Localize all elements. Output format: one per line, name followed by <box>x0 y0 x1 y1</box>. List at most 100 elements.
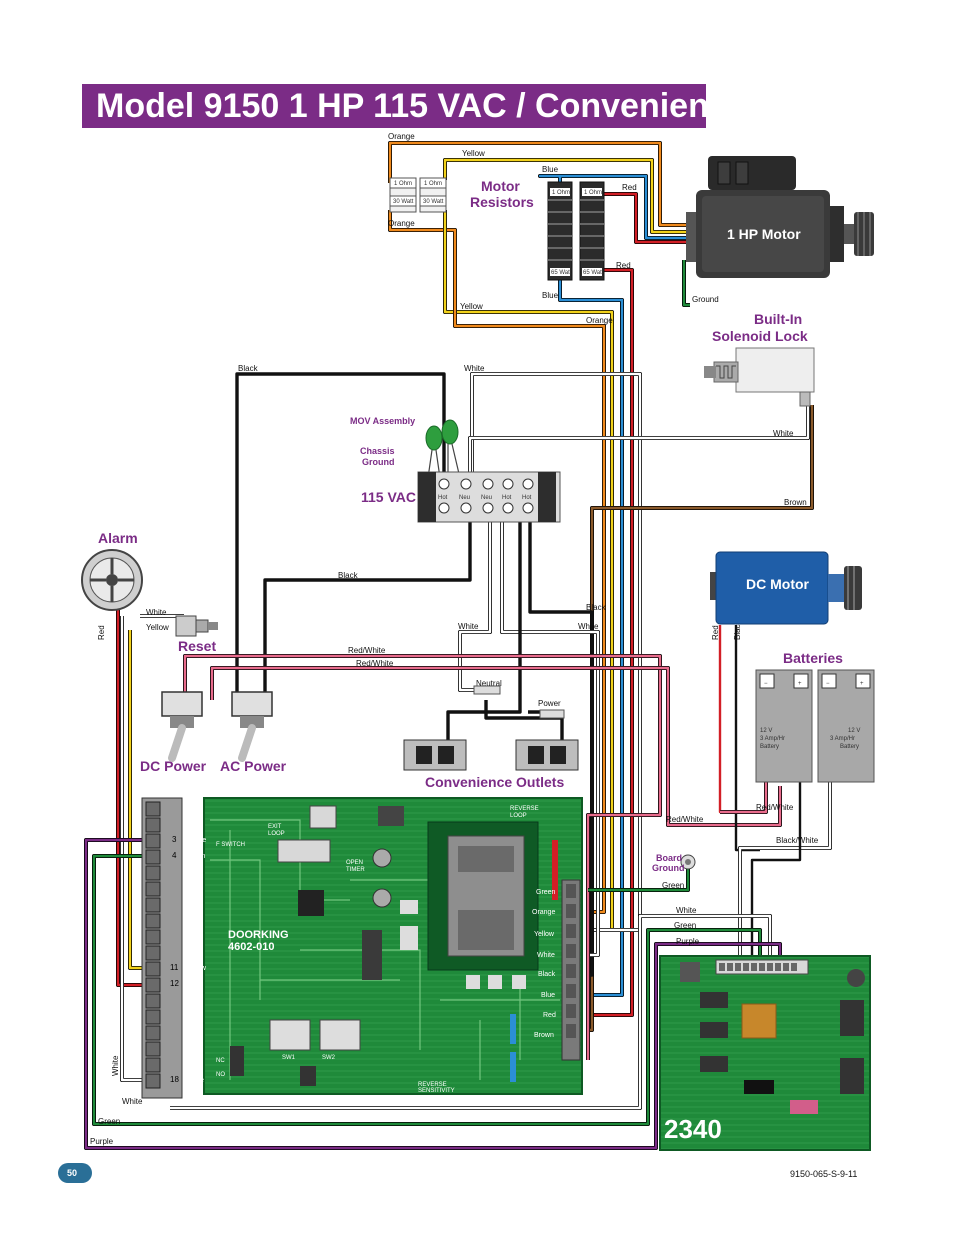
alarm <box>81 549 143 611</box>
label-red-dcmotor: Red <box>711 625 720 640</box>
svg-text:Neu: Neu <box>459 495 470 501</box>
solenoid-lock <box>704 347 815 407</box>
motor-1hp-label: 1 HP Motor <box>727 226 801 242</box>
svg-text:SW1: SW1 <box>282 1055 296 1061</box>
wire-labels: Orange Yellow Blue Red Orange Red Blue G… <box>90 132 819 1146</box>
svg-text:30 Watt: 30 Watt <box>393 199 414 205</box>
batteries-label: Batteries <box>783 650 843 666</box>
svg-text:12: 12 <box>170 979 179 988</box>
svg-text:1 Ohm: 1 Ohm <box>424 181 442 187</box>
svg-text:11: 11 <box>170 963 179 972</box>
board-ground-line2: Ground <box>652 863 685 873</box>
resistor-65w-left: 1 Ohm 65 Watt <box>547 181 573 281</box>
wires <box>84 141 832 1150</box>
svg-text:OPEN: OPEN <box>346 860 363 866</box>
svg-text:65 Watt: 65 Watt <box>583 270 604 276</box>
svg-text:F SWITCH: F SWITCH <box>216 842 245 848</box>
svg-text:Brown: Brown <box>534 1032 554 1039</box>
page-title: Model 9150 1 HP 115 VAC / Convenience Op… <box>96 87 843 125</box>
svg-text:Blue: Blue <box>541 992 555 999</box>
label-purple-bottom: Purple <box>90 1137 114 1146</box>
svg-text:Hot: Hot <box>438 495 448 501</box>
resistor-30w-left: 1 Ohm 30 Watt <box>389 177 417 213</box>
label-white-bottom: White <box>122 1097 143 1106</box>
board-2340-label: 2340 <box>664 1114 722 1144</box>
reset-label: Reset <box>178 638 216 654</box>
board-ground <box>680 854 696 870</box>
resistor-65w-right: 1 Ohm 65 Watt <box>579 181 605 281</box>
svg-text:LOOP: LOOP <box>268 831 285 837</box>
svg-text:3: 3 <box>172 835 177 844</box>
convenience-outlet-right <box>515 739 579 771</box>
svg-text:NC: NC <box>216 1058 225 1064</box>
power-connector <box>539 709 565 719</box>
svg-text:Purple: Purple <box>186 837 206 844</box>
svg-text:Battery: Battery <box>760 744 779 750</box>
label-brown: Brown <box>784 498 807 507</box>
svg-text:+: + <box>798 681 802 687</box>
board-ground-line1: Board <box>656 853 682 863</box>
svg-text:Hot: Hot <box>522 495 532 501</box>
svg-text:30 Watt: 30 Watt <box>423 199 444 205</box>
convenience-outlet-left <box>403 739 467 771</box>
svg-text:SW2: SW2 <box>322 1055 336 1061</box>
motor-1hp: 1 HP Motor <box>686 156 874 278</box>
convenience-outlets-label: Convenience Outlets <box>425 774 564 790</box>
battery-right: − + 12 V 3 Amp/Hr Battery <box>817 669 875 783</box>
svg-text:Yellow: Yellow <box>186 965 207 972</box>
svg-text:REVERSE: REVERSE <box>418 1082 447 1088</box>
svg-text:12 V: 12 V <box>760 728 772 734</box>
svg-text:12 V: 12 V <box>848 728 860 734</box>
svg-text:NO: NO <box>216 1072 225 1078</box>
label-blue-mid: Blue <box>542 291 559 300</box>
board-name-line1: DOORKING <box>228 929 289 941</box>
label-green-ground: Green <box>662 881 684 890</box>
label-orange-mid2: Orange <box>586 316 613 325</box>
label-white-alarm: White <box>146 608 167 617</box>
page-number-badge: 50 <box>58 1163 92 1183</box>
svg-text:3 Amp/Hr: 3 Amp/Hr <box>830 736 855 742</box>
label-orange-mid: Orange <box>388 219 415 228</box>
label-white-2340: White <box>676 906 697 915</box>
svg-text:+: + <box>860 681 864 687</box>
svg-text:3 Amp/Hr: 3 Amp/Hr <box>760 736 785 742</box>
terminal-block-115vac: Hot Neu Neu Hot Hot <box>417 471 561 523</box>
svg-text:REVERSE: REVERSE <box>510 806 539 812</box>
svg-text:Hot: Hot <box>502 495 512 501</box>
mov-label: MOV Assembly <box>350 416 415 426</box>
svg-text:Yellow: Yellow <box>534 931 555 938</box>
label-white-vertical: White <box>111 1055 120 1076</box>
svg-text:TIMER: TIMER <box>346 867 365 873</box>
mov-assembly <box>425 419 461 479</box>
svg-text:LOOP: LOOP <box>510 813 527 819</box>
label-black-white: Black/White <box>776 836 819 845</box>
label-red-white-1: Red/White <box>348 646 386 655</box>
label-black-dcmotor: Black <box>733 619 742 640</box>
svg-text:Red: Red <box>543 1012 556 1019</box>
ac-power-switch <box>231 691 273 762</box>
battery-left: − + 12 V 3 Amp/Hr Battery <box>755 669 813 783</box>
label-red-white-2: Red/White <box>356 659 394 668</box>
chassis-ground-line1: Chassis <box>360 446 395 456</box>
label-red-top: Red <box>622 183 637 192</box>
resistor-30w-right: 1 Ohm 30 Watt <box>419 177 447 213</box>
svg-text:SENSITIVITY: SENSITIVITY <box>418 1088 455 1094</box>
svg-text:1 Ohm: 1 Ohm <box>394 181 412 187</box>
label-red-mid: Red <box>616 261 631 270</box>
label-ground-motor: Ground <box>692 295 719 304</box>
vac-115-label: 115 VAC <box>361 489 416 505</box>
label-red-white-bat: Red/White <box>756 803 794 812</box>
title-banner: Model 9150 1 HP 115 VAC / Convenience Op… <box>82 84 843 128</box>
label-green-bottom: Green <box>98 1117 120 1126</box>
svg-text:Red: Red <box>186 981 199 988</box>
label-red-alarm: Red <box>97 625 106 640</box>
svg-text:−: − <box>764 681 768 687</box>
svg-text:White: White <box>537 952 555 959</box>
label-green-2340: Green <box>674 921 696 930</box>
label-black-mid: Black <box>338 571 359 580</box>
label-purple-2340: Purple <box>676 937 700 946</box>
svg-text:Orange: Orange <box>532 909 555 916</box>
label-black-top: Black <box>238 364 259 373</box>
